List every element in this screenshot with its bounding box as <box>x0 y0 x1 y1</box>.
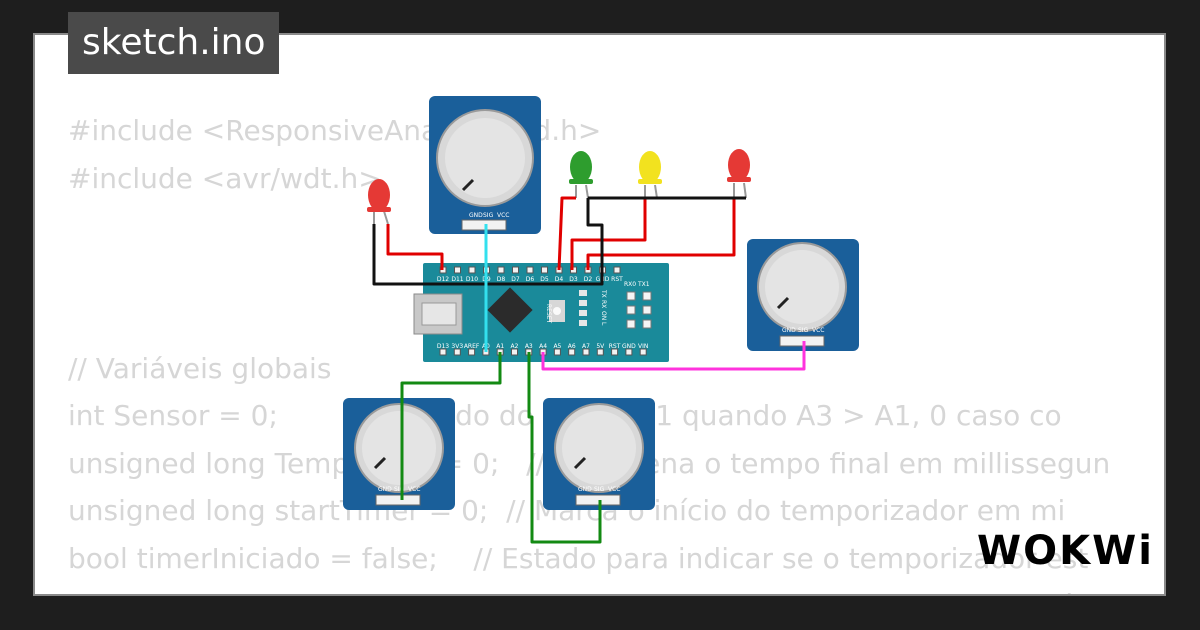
pot-gnd-label: GND <box>378 486 392 493</box>
led-on-label: ON <box>600 311 607 320</box>
code-line: // Variáveis globais <box>68 351 332 385</box>
wokwi-logo-text: WOKWi <box>977 528 1151 574</box>
pin-label: A4 <box>539 343 547 350</box>
pot-sig-label: SIG <box>594 486 605 493</box>
wire-red-d12 <box>386 224 444 270</box>
circuit-diagram: GND SIG VCC GND SIG VCC GND SIG VCC <box>343 96 859 544</box>
pin-hole <box>582 348 590 356</box>
pin-label: RST <box>609 343 621 350</box>
pin-hole <box>497 266 505 274</box>
pin-hole <box>439 348 447 356</box>
pin-label: D4 <box>555 276 564 283</box>
wire-green-a3 <box>527 352 602 544</box>
reset-label: RESET <box>545 304 552 324</box>
wires <box>372 196 806 544</box>
pin-hole <box>454 266 461 274</box>
code-line: bool timerIniciado = false; // Estado pa… <box>68 541 1089 575</box>
wire-red-d3 <box>570 198 647 270</box>
led-red-left <box>367 179 391 225</box>
pin-hole <box>468 266 476 274</box>
pin-hole <box>596 348 604 356</box>
pot-gnd-label: GND <box>469 212 483 219</box>
led-rx-label: RX <box>600 300 607 308</box>
pin-label: D12 <box>437 276 449 283</box>
pin-label: D2 <box>584 276 593 283</box>
pin-label: D13 <box>437 343 449 350</box>
led-l-label: L <box>600 322 607 326</box>
pin-label: RST <box>611 276 623 283</box>
pin-label: D6 <box>526 276 535 283</box>
pin-label: A2 <box>511 343 519 350</box>
code-line: #include <avr/wdt.h> <box>68 161 382 195</box>
pin-label: 5V <box>596 343 605 350</box>
code-line: bool bloqueiaContador = false; // Indica… <box>68 582 1137 594</box>
wokwi-logo[interactable]: WOKWi <box>975 522 1151 574</box>
pin-label: D8 <box>497 276 506 283</box>
pin-label: AREF <box>464 343 480 350</box>
pin-label: D10 <box>466 276 478 283</box>
pot-vcc-label: VCC <box>608 486 620 493</box>
wire-black-gnd-drop <box>586 198 604 270</box>
pot-vcc-label: VCC <box>812 327 824 334</box>
pot-sig-label: SIG <box>798 327 809 334</box>
project-preview-card: #include <ResponsiveAnalogRead.h>#includ… <box>33 33 1166 596</box>
potentiometer-top: GND SIG VCC <box>429 96 541 234</box>
potentiometer-bottom-right: GND SIG VCC <box>543 398 655 510</box>
pin-label: A1 <box>496 343 504 350</box>
potentiometer-right: GND SIG VCC <box>747 239 859 351</box>
pot-sig-label: SIG <box>483 212 494 219</box>
pin-label: D5 <box>540 276 549 283</box>
pin-hole <box>468 348 476 356</box>
led-tx-label: TX <box>600 289 607 298</box>
pin-hole <box>541 266 548 274</box>
pin-hole <box>453 348 461 356</box>
pin-label: VIN <box>638 343 648 350</box>
pin-hole <box>613 266 621 274</box>
pin-hole <box>568 348 576 356</box>
rx-tx-label: RX0 TX1 <box>624 281 650 288</box>
pin-hole <box>553 348 561 356</box>
led-green <box>569 151 593 199</box>
pin-hole <box>511 348 518 356</box>
pin-hole <box>639 348 647 356</box>
pin-label: A7 <box>582 343 590 350</box>
potentiometer-bottom-left: GND SIG VCC <box>343 398 455 510</box>
pin-label: D11 <box>451 276 463 283</box>
led-yellow <box>638 151 662 199</box>
pot-vcc-label: VCC <box>408 486 420 493</box>
pin-hole <box>625 348 633 356</box>
pin-hole <box>512 266 519 274</box>
led-red-right <box>727 149 751 199</box>
pin-label: A3 <box>525 343 533 350</box>
wire-black-gnd-led <box>372 224 604 286</box>
pin-label: D7 <box>511 276 520 283</box>
wire-red-d2 <box>586 198 736 270</box>
pin-hole <box>611 348 619 356</box>
pin-hole <box>526 266 534 274</box>
pot-sig-label: SIG <box>394 486 405 493</box>
pin-label: D3 <box>569 276 578 283</box>
pot-gnd-label: GND <box>782 327 796 334</box>
wire-magenta-a4 <box>541 341 806 371</box>
pot-gnd-label: GND <box>578 486 592 493</box>
pin-label: 3V3 <box>451 343 463 350</box>
file-name-tab[interactable]: sketch.ino <box>68 12 280 74</box>
pot-vcc-label: VCC <box>497 212 509 219</box>
code-line: unsigned long startTimer = 0; // Marca o… <box>68 494 1066 527</box>
wire-green-a1 <box>400 352 502 500</box>
pin-label: A5 <box>553 343 561 350</box>
pin-label: GND <box>622 343 636 350</box>
pin-label: A6 <box>568 343 576 350</box>
wire-red-d4 <box>557 196 576 271</box>
